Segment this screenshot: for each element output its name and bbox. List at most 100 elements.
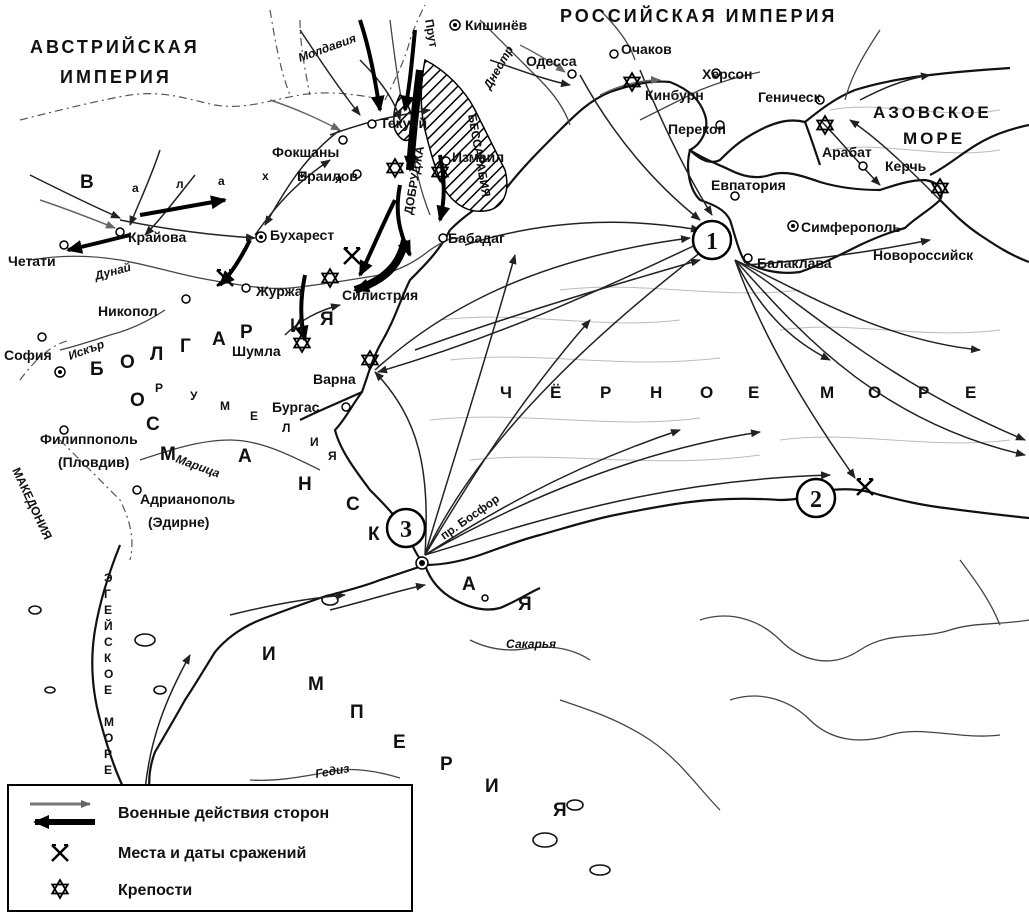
city-arabat: Арабат [822, 144, 872, 160]
aegean-letter: Э [104, 571, 113, 585]
empire-letter: Е [393, 732, 406, 753]
marker-3: 3 [385, 507, 427, 549]
river-gediz: Гедиз [314, 761, 350, 781]
aegean-letter: Е [104, 683, 112, 697]
ottoman-label-right: И М П Е Р И Я [262, 644, 567, 821]
empire-letter: М [308, 674, 324, 695]
black-sea-label: Ч Ё Р Н О Е М О Р Е [500, 383, 979, 402]
black-sea-letter: М [820, 383, 837, 402]
bulgaria-label: Б О Л Г А Р И Я [90, 309, 334, 380]
aegean-letter: С [104, 635, 113, 649]
marker-2-label: 2 [810, 487, 822, 513]
rumelia-label: Р У М Е Л И Я [155, 381, 337, 463]
city-edirne: (Эдирне) [148, 514, 209, 530]
aegean-letter: М [104, 715, 114, 729]
military-arrows-thin [29, 29, 1026, 791]
islands [28, 594, 611, 876]
borders [19, 4, 426, 561]
bulgaria-letter: Б [90, 359, 104, 380]
walachia-letter: и [300, 167, 307, 181]
marker-2: 2 [795, 477, 837, 519]
bulgaria-letter: Р [240, 322, 253, 343]
city-zhurzha: Журжа [255, 283, 303, 299]
city-plovdiv: (Пловдив) [58, 454, 129, 470]
city-ochakov: Очаков [621, 41, 672, 57]
ottoman-letter: М [160, 444, 176, 465]
black-sea-letter: Р [600, 383, 614, 402]
marker-1: 1 [691, 219, 733, 261]
empire-letter: Я [553, 800, 567, 821]
city-philippopol: Филиппополь [40, 431, 138, 447]
city-silistria: Силистрия [342, 287, 418, 303]
aegean-letter: Е [104, 763, 112, 777]
legend-fortresses: Крепости [118, 882, 192, 899]
walachia-letter: я [335, 172, 342, 186]
ottoman-letter: Я [518, 594, 532, 615]
marker-3-label: 3 [400, 517, 412, 543]
city-kherson: Херсон [702, 66, 752, 82]
marker-1-label: 1 [706, 229, 718, 255]
legend-box [7, 784, 413, 912]
empire-letter: И [485, 776, 499, 797]
legend: Военные действия сторон Места и даты сра… [7, 784, 413, 912]
military-arrows-bold [66, 19, 451, 342]
walachia-letter: а [218, 174, 225, 188]
sea-labels: АЗОВСКОЕ МОРЕ [873, 103, 992, 148]
city-labels: Кишинёв Одесса Очаков Херсон Кинбурн Ген… [4, 17, 974, 530]
city-burgas: Бургас [272, 399, 320, 415]
rumelia-letter: У [190, 389, 198, 403]
military-arrows-grey [39, 44, 661, 229]
rumelia-letter: Р [155, 381, 163, 395]
rumelia-letter: И [310, 435, 319, 449]
region-austria-line2: ИМПЕРИЯ [60, 67, 172, 87]
city-krayova: Крайова [128, 229, 186, 245]
walachia-letter: л [176, 177, 184, 191]
sea-azov-line1: АЗОВСКОЕ [873, 103, 992, 122]
ottoman-letter: К [368, 524, 380, 545]
aegean-letter: Р [104, 747, 112, 761]
black-sea-letter: О [868, 383, 884, 402]
city-kerch: Керчь [885, 158, 927, 174]
city-markers [37, 19, 868, 602]
rivers [29, 9, 1029, 811]
aegean-letter: К [104, 651, 112, 665]
city-novorossiysk: Новороссийск [873, 247, 974, 263]
city-kinburn: Кинбурн [645, 87, 704, 103]
black-sea-letter: О [700, 383, 716, 402]
ottoman-label-left: О С М А Н С К А Я [130, 390, 532, 615]
city-shumla: Шумла [232, 343, 281, 359]
city-babadag: Бабадаг [448, 230, 505, 246]
aegean-letter: Й [104, 618, 113, 633]
bulgaria-letter: И [290, 316, 304, 337]
empire-letter: П [350, 702, 364, 723]
city-kishinev: Кишинёв [465, 17, 528, 33]
city-adrianopol: Адрианополь [140, 491, 236, 507]
city-sofia: София [4, 347, 52, 363]
black-sea-letter: Н [650, 383, 665, 402]
river-sakarya: Сакарья [506, 637, 556, 651]
bulgaria-letter: А [212, 329, 226, 350]
bulgaria-letter: Г [180, 336, 191, 357]
city-perekop: Перекоп [668, 121, 726, 137]
region-austria-line1: АВСТРИЙСКАЯ [30, 36, 200, 57]
bulgaria-letter: Л [150, 344, 163, 365]
black-sea-letter: Ч [500, 383, 515, 402]
ottoman-letter: О [130, 390, 145, 411]
ottoman-letter: А [238, 446, 252, 467]
bulgaria-letter: О [120, 352, 135, 373]
ottoman-letter: Н [298, 474, 312, 495]
walachia-letter: а [132, 181, 139, 195]
city-genichesk: Геническ [758, 89, 822, 105]
sea-azov-line2: МОРЕ [903, 129, 965, 148]
aegean-sea-label: Э Г Е Й С К О Е М О Р Е [104, 571, 114, 777]
empire-letter: И [262, 644, 276, 665]
black-sea-letter: Е [965, 383, 979, 402]
empire-letter: Р [440, 754, 453, 775]
black-sea-letter: Р [918, 383, 932, 402]
ottoman-letter: С [146, 414, 160, 435]
city-bucharest: Бухарест [270, 227, 334, 243]
city-evpatoria: Евпатория [711, 177, 786, 193]
legend-military-actions: Военные действия сторон [118, 805, 329, 822]
city-tekuchi: Текучй [380, 115, 427, 131]
